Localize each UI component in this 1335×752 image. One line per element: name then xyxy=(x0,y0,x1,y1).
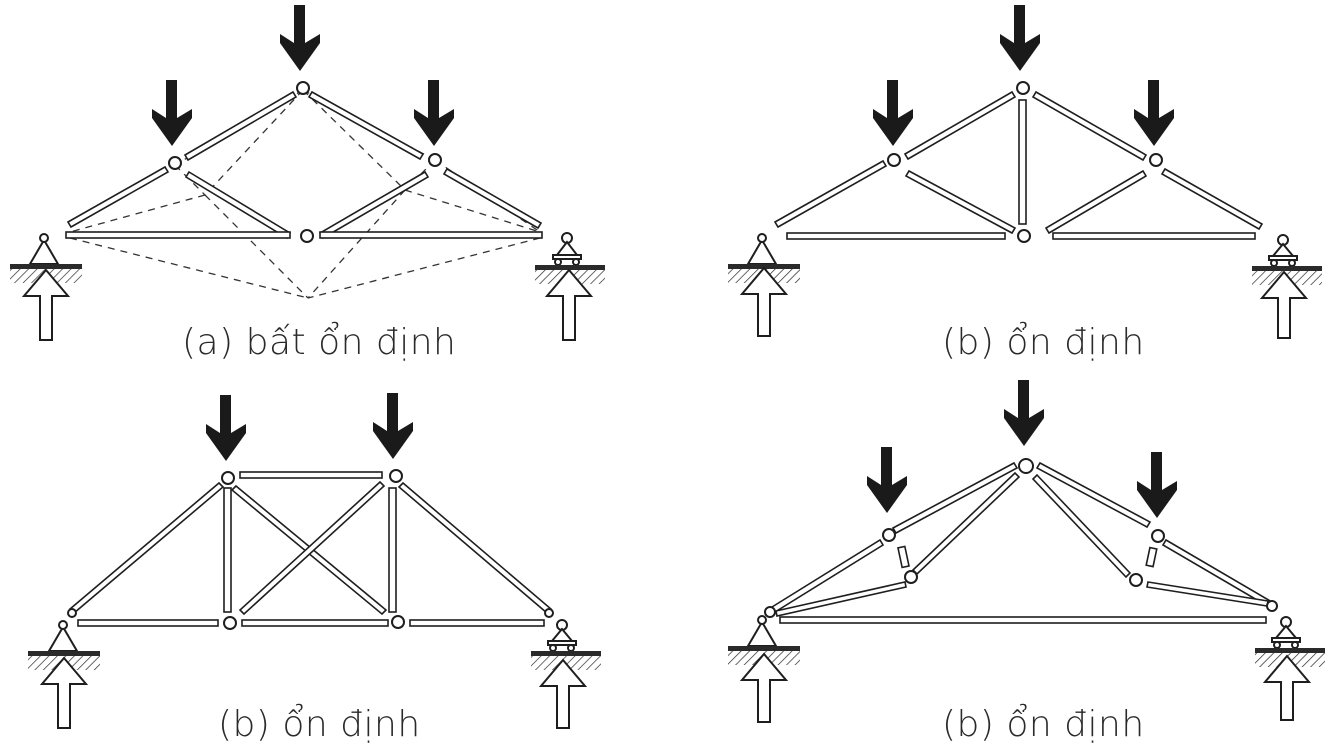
reaction-arrow-icon xyxy=(739,652,789,723)
panel-a-dashed-lines xyxy=(69,89,541,299)
reaction-arrow-icon xyxy=(1262,654,1312,721)
load-arrow-icon xyxy=(1004,380,1044,446)
caption-panel-b1: (b) ổn định xyxy=(942,322,1145,363)
reaction-arrow-icon xyxy=(544,268,594,341)
panel-b1-truss xyxy=(728,5,1322,339)
load-arrow-icon xyxy=(867,447,907,513)
caption-panel-b3: (b) ổn định xyxy=(942,704,1145,745)
panel-b3-truss xyxy=(728,380,1325,723)
reaction-arrow-icon xyxy=(739,266,789,337)
panel-a-truss xyxy=(10,5,605,341)
load-arrow-icon xyxy=(1000,5,1040,71)
load-arrow-icon xyxy=(152,80,192,146)
reaction-arrow-icon xyxy=(1259,270,1309,339)
load-arrow-icon xyxy=(280,5,320,71)
reaction-arrow-icon xyxy=(21,268,71,341)
reaction-arrow-icon xyxy=(39,656,89,729)
load-arrow-icon xyxy=(414,80,454,146)
caption-panel-a: (a) bất ổn định xyxy=(182,322,457,363)
reaction-arrow-icon xyxy=(538,658,588,729)
load-arrow-icon xyxy=(1137,452,1177,518)
roller-support-icon xyxy=(1252,234,1322,285)
caption-panel-b2: (b) ổn định xyxy=(218,704,421,745)
panel-b2-truss xyxy=(28,393,601,729)
load-arrow-icon xyxy=(373,393,413,459)
load-arrow-icon xyxy=(873,80,913,146)
load-arrow-icon xyxy=(1134,80,1174,146)
load-arrow-icon xyxy=(206,395,246,461)
